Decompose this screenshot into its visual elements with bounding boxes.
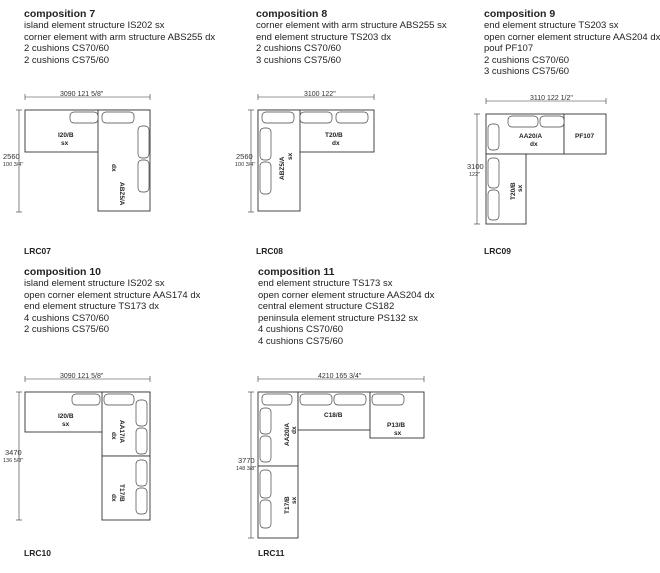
element-side: sx [61, 140, 69, 147]
component-line: open corner element structure AAS174 dx [24, 289, 201, 301]
element-side: sx [287, 152, 294, 160]
height-dimension-inches: 100 3/4" [3, 162, 24, 168]
element-label: PF107 [575, 133, 595, 140]
component-line: end element structure TS203 sx [484, 20, 619, 31]
composition-title: composition 7 [24, 8, 96, 20]
composition-11-text: composition 11 end element structure TS1… [258, 266, 434, 347]
composition-title: composition 10 [24, 266, 102, 278]
element-label: T17/B [284, 496, 291, 514]
component-line: corner element with arm structure ABS255… [256, 20, 447, 31]
composition-code: LRC09 [484, 246, 511, 256]
element-side: sx [291, 496, 298, 504]
element-label: P13/B [387, 422, 405, 429]
element-label: I20/B [58, 132, 74, 139]
width-dimension: 3090 121 5/8" [60, 373, 104, 380]
component-line: 4 cushions CS70/60 [24, 312, 110, 324]
component-line: open corner element structure AAS204 dx [258, 289, 435, 301]
composition-code: LRC08 [256, 246, 283, 256]
element-label: AA17/A [118, 420, 125, 443]
composition-8-text: composition 8 corner element with arm st… [256, 8, 447, 66]
height-dimension-inches: 136 5/8" [3, 458, 24, 464]
component-line: peninsula element structure PS132 sx [258, 312, 419, 324]
height-dimension-inches: 148 3/8" [236, 466, 257, 472]
composition-code: LRC11 [258, 548, 285, 558]
width-dimension: 3110 122 1/2" [530, 95, 573, 102]
composition-9-plan: AA20/A dx PF107 T20/B sx [474, 98, 607, 225]
composition-11-plan: AA20/A dx C18/B P13/B sx T17/B sx [248, 376, 425, 539]
width-dimension: 4210 165 3/4" [318, 373, 362, 380]
height-dimension: 2560 [3, 152, 20, 161]
element-side: sx [62, 421, 70, 428]
composition-10-plan: I20/B sx AA17/A dx T17/B dx [16, 376, 151, 521]
pouf-PF107 [563, 113, 607, 155]
composition-8-plan: T20/B dx ABZ5/A sx [248, 94, 375, 213]
width-dimension: 3100 122" [304, 91, 336, 98]
composition-7-plan: I20/B sx ABZ5/A dx [16, 94, 151, 213]
height-dimension-inches: 122" [469, 172, 481, 178]
composition-title: composition 8 [256, 8, 328, 20]
component-line: end element structure TS173 dx [24, 301, 160, 312]
element-label: T20/B [510, 182, 517, 200]
composition-title: composition 9 [484, 8, 556, 20]
height-dimension-inches: 100 3/4" [235, 162, 256, 168]
element-label: C18/B [324, 412, 343, 419]
element-side: sx [394, 430, 402, 437]
component-line: 3 cushions CS75/60 [484, 66, 570, 77]
height-dimension: 3470 [5, 448, 22, 457]
element-side: dx [332, 140, 340, 147]
component-line: 2 cushions CS70/60 [24, 43, 110, 54]
component-line: 2 cushions CS75/60 [24, 324, 110, 335]
component-line: 2 cushions CS70/60 [256, 43, 342, 54]
element-side: dx [291, 426, 298, 434]
element-label: AA20/A [519, 133, 542, 140]
composition-9-text: composition 9 end element structure TS20… [484, 8, 660, 78]
element-side: sx [517, 184, 524, 192]
composition-code: LRC07 [24, 246, 51, 256]
element-side: dx [110, 432, 117, 440]
component-line: 4 cushions CS75/60 [258, 335, 344, 347]
component-line: corner element with arm structure ABS255… [24, 31, 216, 43]
sofa-plan-drawings: I20/B sx ABZ5/A dx T20/B dx ABZ5/A sx [16, 94, 607, 539]
component-line: island element structure IS202 sx [24, 278, 165, 289]
element-label: T20/B [325, 132, 343, 139]
component-line: pouf PF107 [484, 43, 534, 54]
component-line: 4 cushions CS70/60 [258, 324, 344, 335]
composition-10-text: composition 10 island element structure … [24, 266, 200, 336]
element-label: ABZ5/A [279, 156, 286, 180]
element-side: dx [110, 494, 117, 502]
width-dimension: 3090 121 5/8" [60, 91, 104, 98]
element-label: AA20/A [284, 423, 291, 446]
component-line: 2 cushions CS70/60 [484, 54, 570, 66]
component-line: 3 cushions CS75/60 [256, 54, 342, 66]
height-dimension: 3100 [467, 162, 484, 171]
component-line: end element structure TS203 dx [256, 31, 392, 43]
height-dimension: 3770 [238, 456, 255, 465]
element-side: dx [530, 141, 538, 148]
component-line: open corner element structure AAS204 dx [484, 31, 660, 43]
component-line: central element structure CS182 [258, 301, 395, 312]
element-label: I20/B [58, 413, 74, 420]
element-label: ABZ5/A [118, 182, 125, 206]
component-line: island element structure IS202 sx [24, 20, 165, 31]
element-label: T17/B [118, 484, 125, 502]
composition-title: composition 11 [258, 266, 335, 278]
composition-7-text: composition 7 island element structure I… [24, 8, 215, 66]
component-line: end element structure TS173 sx [258, 278, 393, 289]
composition-code: LRC10 [24, 548, 51, 558]
element-side: dx [110, 164, 117, 172]
height-dimension: 2560 [236, 152, 253, 161]
component-line: 2 cushions CS75/60 [24, 54, 110, 66]
